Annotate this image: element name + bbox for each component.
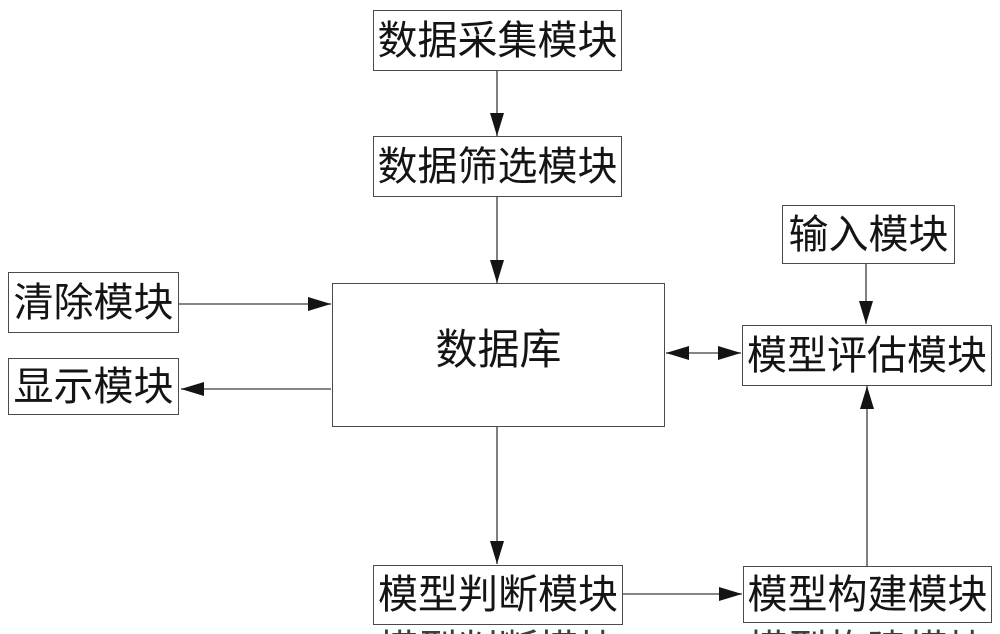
arrow-database-to-judgment (490, 427, 504, 564)
node-label: 模型构建模块 (747, 571, 988, 618)
node-label: 模型评估模块 (747, 332, 987, 379)
node-data-filtering-module: 数据筛选模块 (373, 136, 622, 197)
double-arrow-database-evaluation (666, 346, 741, 360)
arrow-input-to-evaluation (859, 264, 873, 324)
node-label: 模型判断模块 (378, 572, 618, 618)
clipped-text-fragment-right: 模型构建模块 (743, 629, 992, 634)
arrow-collection-to-filtering (490, 71, 504, 136)
arrow-judgment-to-construction (623, 587, 742, 601)
node-database: 数据库 (332, 283, 665, 427)
node-data-collection-module: 数据采集模块 (373, 10, 622, 71)
node-label: 数据采集模块 (377, 17, 618, 64)
node-label: 清除模块 (13, 279, 174, 326)
node-display-module: 显示模块 (8, 358, 179, 415)
node-model-judgment-module: 模型判断模块 (373, 565, 623, 625)
arrow-clear-to-database (179, 297, 331, 311)
clipped-text: 模型构建模块 (748, 629, 988, 634)
node-input-module: 输入模块 (782, 205, 955, 264)
node-model-construction-module: 模型构建模块 (743, 566, 992, 623)
arrow-database-to-display (181, 382, 331, 396)
arrow-filtering-to-database (490, 197, 504, 283)
clipped-text: 模型判断模块 (378, 629, 618, 634)
node-model-evaluation-module: 模型评估模块 (742, 325, 992, 386)
node-label: 数据筛选模块 (377, 143, 618, 190)
clipped-text-fragment-left: 模型判断模块 (373, 629, 623, 634)
arrow-construction-to-evaluation (860, 386, 874, 566)
node-label: 输入模块 (788, 211, 949, 258)
node-label: 数据库 (435, 325, 562, 374)
node-clear-module: 清除模块 (8, 272, 179, 333)
node-label: 显示模块 (13, 363, 174, 410)
